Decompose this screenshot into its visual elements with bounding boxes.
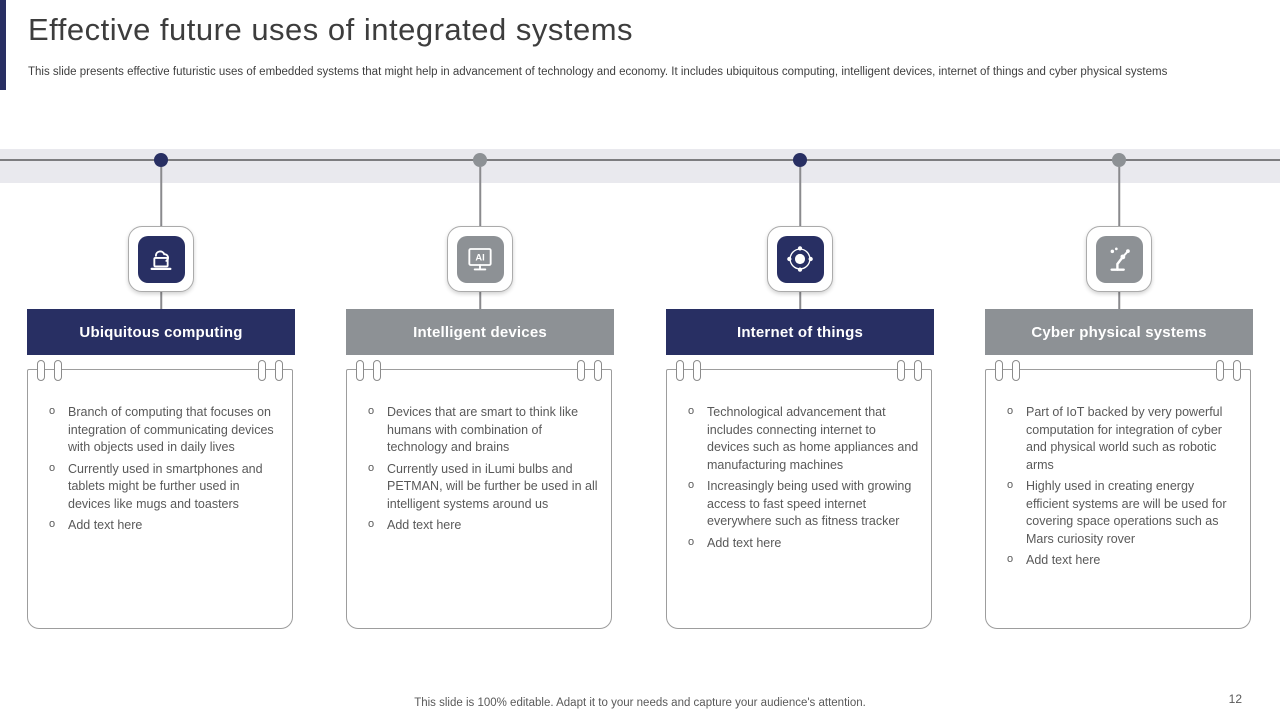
column-header: Internet of things <box>666 309 934 355</box>
bullet-item: Devices that are smart to think like hum… <box>365 404 599 457</box>
timeline-band <box>0 149 1280 183</box>
bullet-item: Highly used in creating energy efficient… <box>1004 478 1238 548</box>
bullet-item: Add text here <box>1004 552 1238 570</box>
timeline-dot <box>154 153 168 167</box>
column-intelligent-devices: AI Intelligent devices Devices that are … <box>346 0 614 700</box>
bullet-item: Increasingly being used with growing acc… <box>685 478 919 531</box>
connector-line <box>160 167 162 227</box>
binding-loop <box>54 360 62 381</box>
connector-line <box>479 167 481 227</box>
bullet-item: Add text here <box>46 517 280 535</box>
column-ubiquitous-computing: Ubiquitous computing Branch of computing… <box>27 0 295 700</box>
connector-line <box>799 290 801 310</box>
binding-loop <box>897 360 905 381</box>
icon-tile: AI <box>447 226 513 292</box>
bullet-item: Part of IoT backed by very powerful comp… <box>1004 404 1238 474</box>
bullet-list: Part of IoT backed by very powerful comp… <box>986 370 1250 570</box>
bullet-list: Branch of computing that focuses on inte… <box>28 370 292 535</box>
column-header: Ubiquitous computing <box>27 309 295 355</box>
binding-loop <box>373 360 381 381</box>
bullet-item: Technological advancement that includes … <box>685 404 919 474</box>
bullet-list: Technological advancement that includes … <box>667 370 931 552</box>
binding-loop <box>914 360 922 381</box>
robotic-arm-icon <box>1095 235 1143 283</box>
bullet-item: Add text here <box>365 517 599 535</box>
smart-device-icon: AI <box>456 235 504 283</box>
binding-loop <box>258 360 266 381</box>
bullet-item: Currently used in smartphones and tablet… <box>46 461 280 514</box>
binding-loop <box>577 360 585 381</box>
connector-line <box>799 167 801 227</box>
timeline-dot <box>473 153 487 167</box>
connector-line <box>1118 167 1120 227</box>
connector-line <box>479 290 481 310</box>
column-internet-of-things: Internet of things Technological advance… <box>666 0 934 700</box>
binding-loop <box>1216 360 1224 381</box>
binding-loop <box>1233 360 1241 381</box>
timeline-dot <box>1112 153 1126 167</box>
connector-line <box>1118 290 1120 310</box>
footer-note: This slide is 100% editable. Adapt it to… <box>414 697 866 709</box>
note-card: Part of IoT backed by very powerful comp… <box>985 360 1251 629</box>
timeline-dot <box>793 153 807 167</box>
binding-loop <box>275 360 283 381</box>
bullet-item: Branch of computing that focuses on inte… <box>46 404 280 457</box>
timeline-line <box>0 159 1280 161</box>
binding-loop <box>356 360 364 381</box>
binding-loop <box>676 360 684 381</box>
icon-tile <box>128 226 194 292</box>
cloud-computing-icon <box>137 235 185 283</box>
svg-text:AI: AI <box>475 253 484 263</box>
bullet-item: Currently used in iLumi bulbs and PETMAN… <box>365 461 599 514</box>
note-card: Branch of computing that focuses on inte… <box>27 360 293 629</box>
page-number: 12 <box>1228 692 1242 706</box>
column-header: Intelligent devices <box>346 309 614 355</box>
bullet-item: Add text here <box>685 535 919 553</box>
slide-subtitle: This slide presents effective futuristic… <box>28 66 1168 78</box>
note-card: Technological advancement that includes … <box>666 360 932 629</box>
page-title: Effective future uses of integrated syst… <box>28 12 634 47</box>
bullet-list: Devices that are smart to think like hum… <box>347 370 611 535</box>
column-header: Cyber physical systems <box>985 309 1253 355</box>
binding-loop <box>37 360 45 381</box>
column-cyber-physical-systems: Cyber physical systems Part of IoT backe… <box>985 0 1253 700</box>
icon-tile <box>767 226 833 292</box>
connector-line <box>160 290 162 310</box>
binding-loop <box>1012 360 1020 381</box>
note-card: Devices that are smart to think like hum… <box>346 360 612 629</box>
iot-network-icon <box>776 235 824 283</box>
binding-loop <box>693 360 701 381</box>
binding-loop <box>995 360 1003 381</box>
icon-tile <box>1086 226 1152 292</box>
accent-bar <box>0 0 6 90</box>
binding-loop <box>594 360 602 381</box>
